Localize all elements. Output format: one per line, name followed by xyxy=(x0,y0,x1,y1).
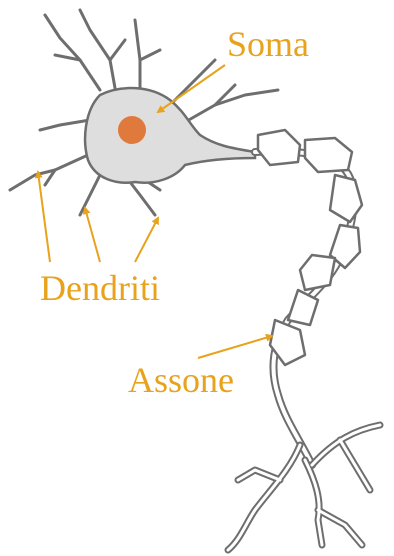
axon-arrow xyxy=(198,336,272,358)
soma-label: Soma xyxy=(227,24,309,64)
dendrite-arrow-middle xyxy=(85,208,100,262)
axon-label: Assone xyxy=(128,360,234,400)
nucleus xyxy=(118,116,146,144)
dendrites-label: Dendriti xyxy=(40,268,160,308)
dendrite-arrow-right xyxy=(135,218,158,262)
soma-body xyxy=(85,88,255,183)
axon xyxy=(228,130,380,550)
